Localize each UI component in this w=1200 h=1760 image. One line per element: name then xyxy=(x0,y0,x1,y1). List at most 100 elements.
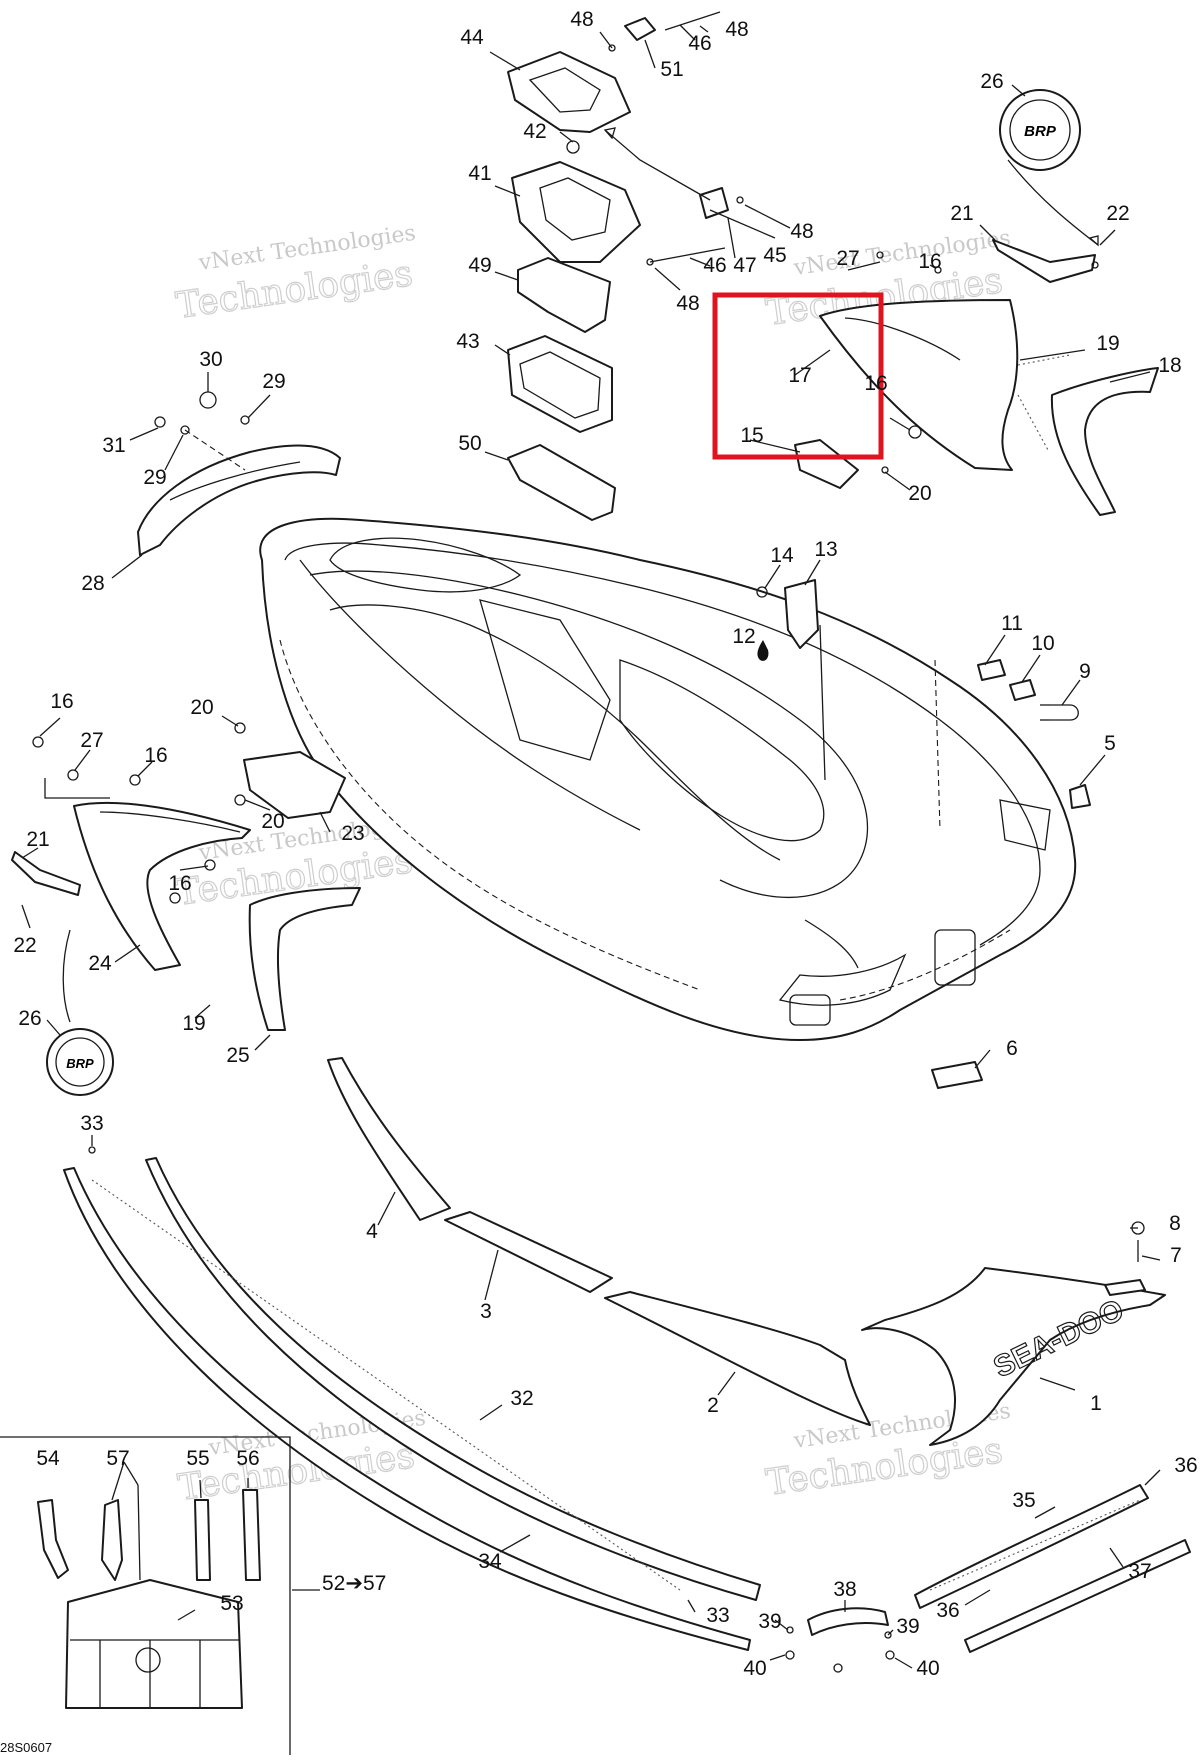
plate-11 xyxy=(977,659,1006,681)
callout-30: 30 xyxy=(199,348,222,371)
decal-2 xyxy=(604,1291,871,1426)
rub-rail-34 xyxy=(145,1157,761,1601)
highlight-box xyxy=(712,292,884,460)
callout-12: 12 xyxy=(732,625,755,648)
cap-38 xyxy=(807,1607,889,1636)
callout-5: 5 xyxy=(1104,732,1116,755)
right-side-panel: BRP xyxy=(794,89,1159,516)
callout-26: 26 xyxy=(980,70,1003,93)
callout-21: 21 xyxy=(950,202,973,225)
callout-20: 20 xyxy=(261,810,284,833)
callout-35: 35 xyxy=(1012,1489,1035,1512)
emblem-26 xyxy=(999,89,1081,171)
callout-22: 22 xyxy=(13,934,36,957)
callout-48: 48 xyxy=(790,220,813,243)
callout-33: 33 xyxy=(706,1604,729,1627)
rub-rail-32 xyxy=(63,1167,751,1651)
side-panel-24 xyxy=(73,801,251,971)
rub-rail-37 xyxy=(964,1539,1191,1653)
callout-45: 45 xyxy=(763,244,786,267)
callout-19: 19 xyxy=(1096,332,1119,355)
callout-42: 42 xyxy=(523,120,546,143)
pliers-54 xyxy=(37,1499,69,1579)
callout-16: 16 xyxy=(918,250,941,273)
callout-40: 40 xyxy=(743,1657,766,1680)
callout-37: 37 xyxy=(1128,1560,1151,1583)
decal-3 xyxy=(444,1211,613,1293)
callout-36: 36 xyxy=(936,1599,959,1622)
tool-pouch-53 xyxy=(65,1579,243,1709)
storage-bin-43 xyxy=(507,335,613,433)
callout-32: 32 xyxy=(510,1387,533,1410)
callout-13: 13 xyxy=(814,538,837,561)
callout-46: 46 xyxy=(688,32,711,55)
callout-29: 29 xyxy=(143,466,166,489)
callout-14: 14 xyxy=(770,544,794,567)
callout-1: 1 xyxy=(1090,1392,1102,1415)
callout-2: 2 xyxy=(707,1394,719,1417)
callout-8: 8 xyxy=(1169,1212,1181,1235)
callout-25: 25 xyxy=(226,1044,249,1067)
trim-18 xyxy=(1050,367,1159,516)
callout-7: 7 xyxy=(1170,1244,1182,1267)
callout-17: 17 xyxy=(788,364,811,387)
seal-49 xyxy=(517,257,611,333)
callout-28: 28 xyxy=(81,572,104,595)
callout-9: 9 xyxy=(1079,660,1091,683)
callout-21: 21 xyxy=(26,828,49,851)
callout-36: 36 xyxy=(1174,1454,1197,1477)
callout-27: 27 xyxy=(836,247,859,270)
callout-27: 27 xyxy=(80,729,103,752)
callout-22: 22 xyxy=(1106,202,1129,225)
decal-1 xyxy=(861,1267,1166,1446)
callout-57: 57 xyxy=(106,1447,129,1470)
decal-5 xyxy=(1069,784,1091,809)
callout-48: 48 xyxy=(570,8,593,31)
deflector-23 xyxy=(243,751,346,819)
callout-6: 6 xyxy=(1006,1037,1018,1060)
callout-40: 40 xyxy=(916,1657,939,1680)
trim-25 xyxy=(248,887,361,1031)
hinge-51 xyxy=(624,17,656,41)
callout-39: 39 xyxy=(896,1615,919,1638)
callout-33: 33 xyxy=(80,1112,103,1135)
center-hardware xyxy=(756,579,1091,831)
side-panel-17 xyxy=(819,299,1019,471)
latch-45 xyxy=(699,187,729,219)
callout-4: 4 xyxy=(366,1220,378,1243)
emblem-text: BRP xyxy=(1024,123,1057,140)
callout-20: 20 xyxy=(908,482,931,505)
callout-34: 34 xyxy=(478,1550,502,1573)
glove-box-cover-44 xyxy=(507,51,631,133)
callout-31: 31 xyxy=(102,434,125,457)
storage-components xyxy=(507,11,744,521)
callout-10: 10 xyxy=(1031,632,1054,655)
callout-16: 16 xyxy=(50,690,73,713)
callout-53: 53 xyxy=(220,1592,243,1615)
callout-24: 24 xyxy=(88,952,112,975)
emblem-text: BRP xyxy=(66,1056,94,1071)
bracket-13 xyxy=(784,579,819,649)
callout-48: 48 xyxy=(676,292,699,315)
rub-rails xyxy=(63,1146,1191,1673)
callout-19: 19 xyxy=(182,1012,205,1035)
kit-range-label: 52➔57 xyxy=(322,1572,386,1595)
callout-15: 15 xyxy=(740,424,763,447)
callout-47: 47 xyxy=(733,254,756,277)
gasket-50 xyxy=(507,444,616,521)
callout-46: 46 xyxy=(703,254,726,277)
leader-lines xyxy=(21,24,1161,1669)
callout-54: 54 xyxy=(36,1447,60,1470)
decal-6 xyxy=(931,1061,983,1089)
emblem-26 xyxy=(46,1028,114,1096)
callout-48: 48 xyxy=(725,18,748,41)
callout-49: 49 xyxy=(468,254,491,277)
callout-23: 23 xyxy=(341,822,364,845)
screwdriver-57 xyxy=(101,1499,123,1581)
glove-box-41 xyxy=(511,161,641,263)
decal-4 xyxy=(327,1057,451,1221)
hull-deck xyxy=(259,517,1077,1041)
callout-16: 16 xyxy=(168,872,191,895)
